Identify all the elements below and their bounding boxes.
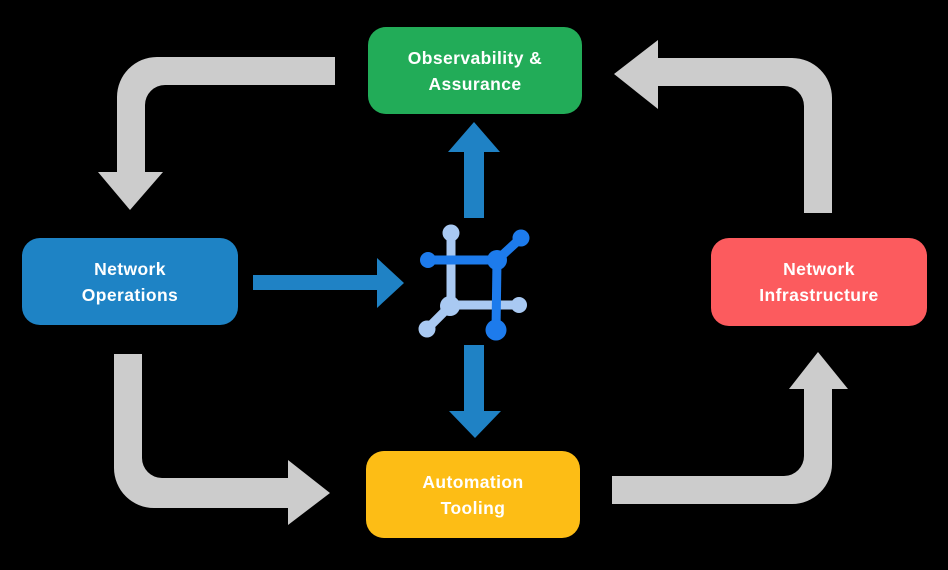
network-mesh-icon-dark-nodes bbox=[420, 229, 530, 341]
arrow-center-to-tooling bbox=[449, 345, 501, 438]
arrow-tooling-to-infrastructure bbox=[612, 352, 848, 504]
node-network-operations: Network Operations bbox=[22, 238, 238, 325]
arrow-operations-to-tooling bbox=[114, 354, 330, 525]
node-network-operations-label: Network Operations bbox=[81, 258, 179, 305]
node-automation-tooling-label: Automation Tooling bbox=[422, 471, 524, 518]
node-network-infrastructure: Network Infrastructure bbox=[711, 238, 927, 326]
node-observability-assurance: Observability & Assurance bbox=[368, 27, 582, 114]
node-network-infrastructure-label: Network Infrastructure bbox=[759, 259, 879, 305]
arrow-infrastructure-to-observability bbox=[614, 40, 832, 213]
network-mesh-icon-light-nodes bbox=[418, 224, 527, 338]
node-observability-assurance-label: Observability & Assurance bbox=[407, 47, 543, 94]
arrow-observability-to-operations bbox=[98, 57, 335, 210]
arrow-center-to-observability bbox=[448, 122, 500, 218]
network-mesh-icon bbox=[418, 224, 530, 341]
arrow-operations-to-center bbox=[253, 258, 404, 308]
node-automation-tooling: Automation Tooling bbox=[366, 451, 580, 538]
